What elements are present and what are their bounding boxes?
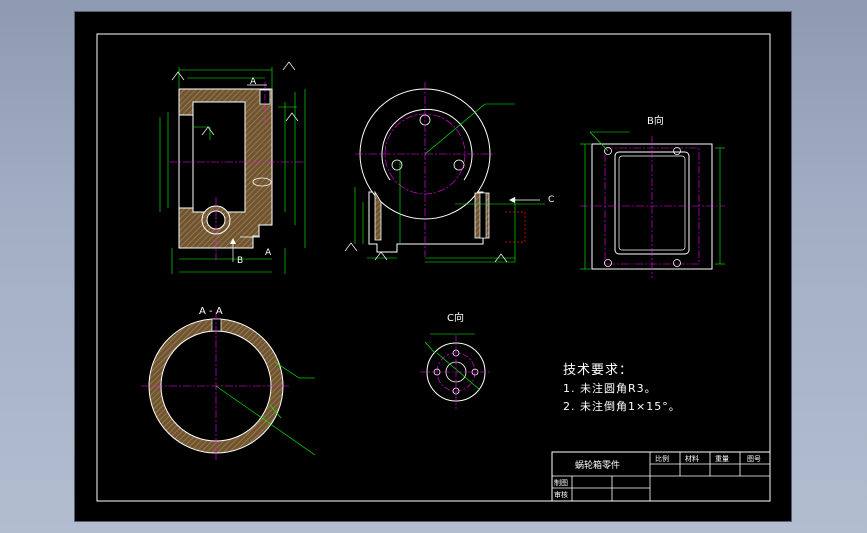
tech-req-item-1: 1. 未注圆角R3。 xyxy=(563,381,657,395)
roughness-symbol xyxy=(282,61,296,71)
c-view[interactable]: C向 xyxy=(420,311,492,409)
a-a-title: A - A xyxy=(199,306,223,317)
front-slot xyxy=(252,177,272,187)
roughness-symbol xyxy=(344,242,358,252)
roughness-symbol xyxy=(374,251,388,261)
b-view-title: B向 xyxy=(647,114,664,127)
cad-drawing[interactable]: A A B xyxy=(75,12,793,523)
b-arrow-label: B xyxy=(237,256,243,266)
side-bolt-hole xyxy=(453,159,465,171)
drawing-frame xyxy=(96,33,771,502)
tech-req-title: 技术要求： xyxy=(563,363,633,378)
drawing-sheet[interactable]: A A B xyxy=(74,11,792,522)
a-a-dimensions xyxy=(215,361,316,456)
roughness-symbol xyxy=(171,71,185,81)
a-a-section[interactable]: A - A xyxy=(141,306,316,462)
title-col-drawing-no: 图号 xyxy=(747,455,761,463)
b-view-arrowhead xyxy=(230,238,236,244)
c-dimensions xyxy=(424,333,481,391)
front-dimensions xyxy=(159,67,306,274)
side-inner-arc xyxy=(381,108,473,181)
c-view-title: C向 xyxy=(447,311,464,324)
side-view[interactable]: C xyxy=(344,82,554,263)
title-block[interactable]: 蜗轮箱零件 比例 材料 重量 图号 制图 审核 xyxy=(551,451,771,502)
b-dimensions xyxy=(580,131,725,270)
section-label-a-top: A xyxy=(250,77,257,87)
c-arrow-label: C xyxy=(548,195,554,205)
tech-requirements: 技术要求： 1. 未注圆角R3。 2. 未注倒角1×15°。 xyxy=(563,363,681,413)
front-left-bore xyxy=(178,114,194,209)
roughness-symbol xyxy=(494,253,508,263)
title-col-material: 材料 xyxy=(685,454,699,463)
side-bolt-circle xyxy=(384,113,466,195)
b-bolt-hole xyxy=(604,147,612,155)
front-cavity xyxy=(192,101,246,213)
side-dimensions xyxy=(354,103,545,263)
side-rib-hatch xyxy=(374,190,382,241)
side-red-marker xyxy=(505,211,526,243)
b-bolt-hole xyxy=(673,259,681,267)
b-bolt-hole xyxy=(673,147,681,155)
title-col-weight: 重量 xyxy=(715,455,729,463)
tech-req-item-2: 2. 未注倒角1×15°。 xyxy=(563,399,681,413)
front-section-view[interactable]: A A B xyxy=(159,61,306,274)
title-col-scale: 比例 xyxy=(655,454,669,463)
b-bolt-hole xyxy=(604,259,612,267)
roughness-symbol xyxy=(201,126,215,136)
side-right-bore xyxy=(479,192,487,239)
roughness-symbol xyxy=(285,112,299,122)
title-row-drawn: 制图 xyxy=(554,478,568,487)
title-block-border xyxy=(551,451,771,502)
b-view[interactable]: B向 xyxy=(580,114,725,278)
a-a-notch xyxy=(211,318,222,332)
c-view-arrowhead xyxy=(509,197,515,203)
title-part-name: 蜗轮箱零件 xyxy=(575,459,620,471)
section-label-a-bottom: A xyxy=(265,248,272,258)
side-bolt-hole xyxy=(391,159,403,171)
title-row-checked: 审核 xyxy=(554,490,568,499)
